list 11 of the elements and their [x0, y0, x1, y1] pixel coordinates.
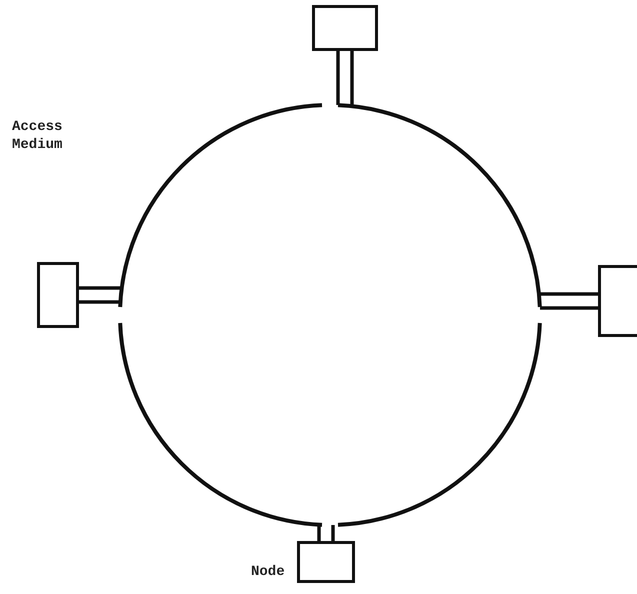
connector-stub	[317, 523, 335, 543]
connector-stub	[538, 292, 600, 310]
connector-stub	[336, 49, 354, 107]
medium-label: Access Medium	[12, 118, 64, 154]
node-box	[297, 541, 355, 583]
node-box	[598, 265, 637, 337]
node-box	[37, 262, 79, 328]
connector-stub	[77, 286, 122, 304]
node-box	[312, 5, 378, 51]
node-caption: Node	[251, 563, 285, 581]
ring-medium	[116, 101, 544, 529]
